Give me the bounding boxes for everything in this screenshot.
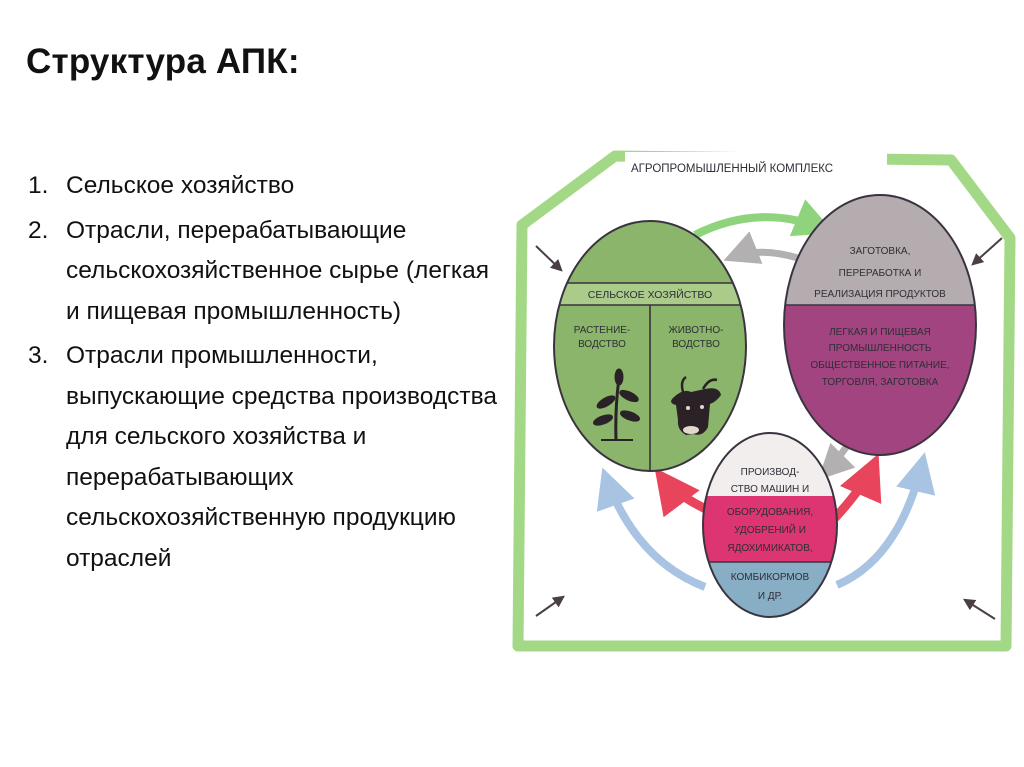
list-item-text: Отрасли промышленности, выпускающие сред… [66,342,497,572]
corner-arrow-bottom-right [962,598,996,620]
slide-title: Структура АПК: [26,42,300,81]
apk-diagram: АГРОПРОМЫШЛЕННЫЙ КОМПЛЕКС СЕЛЬСКОЕ ХОЗЯЙ… [505,140,1024,660]
corner-arrow-top-right [971,237,1003,266]
processing-body-line3: ОБЩЕСТВЕННОЕ ПИТАНИЕ, [810,360,949,371]
arrow-production-to-agri-outer [596,467,707,591]
production-circle: ПРОИЗВОД- СТВО МАШИН И ОБОРУДОВАНИЯ, УДО… [702,432,838,618]
processing-body-line4: ТОРГОВЛЯ, ЗАГОТОВКА [822,377,939,388]
production-line4: УДОБРЕНИЙ И [734,523,806,536]
agriculture-title: СЕЛЬСКОЕ ХОЗЯЙСТВО [588,288,712,301]
frame-label: АГРОПРОМЫШЛЕННЫЙ КОМПЛЕКС [631,162,833,175]
list-item-number: 2. [28,216,49,244]
livestock-label-line1: ЖИВОТНО- [669,325,724,336]
production-line7: И ДР. [758,591,782,602]
apk-frame [512,150,1016,652]
livestock-label-line2: ВОДСТВО [672,339,720,350]
list-item-number: 1. [28,172,49,199]
processing-header-line1: ЗАГОТОВКА, [850,246,911,257]
list-item-text: Сельское хозяйство [66,172,295,199]
crop-label-line1: РАСТЕНИЕ- [574,325,631,336]
production-line2: СТВО МАШИН И [731,484,809,495]
production-line3: ОБОРУДОВАНИЯ, [727,507,813,518]
list-item-number: 3. [28,342,49,369]
cow-icon [671,375,721,435]
crop-label-line2: ВОДСТВО [578,339,626,350]
list-item-text: Отрасли, перерабатывающие сельскохозяйст… [66,216,490,325]
plant-icon [593,368,640,441]
processing-body-line1: ЛЕГКАЯ И ПИЩЕВАЯ [829,327,931,338]
processing-header-line2: ПЕРЕРАБОТКА И [839,268,922,279]
processing-circle: ЗАГОТОВКА, ПЕРЕРАБОТКА И РЕАЛИЗАЦИЯ ПРОД… [783,194,977,456]
frame-label-background [625,152,887,178]
structure-list: 1. Сельское хозяйство 2. Отрасли, перера… [28,166,498,583]
list-item-production: 3. Отрасли промышленности, выпускающие с… [28,336,498,579]
production-line5: ЯДОХИМИКАТОВ, [727,543,812,554]
production-line6: КОМБИКОРМОВ [731,572,810,583]
processing-header-line3: РЕАЛИЗАЦИЯ ПРОДУКТОВ [814,289,946,300]
processing-body-line2: ПРОМЫШЛЕННОСТЬ [829,343,932,354]
production-line1: ПРОИЗВОД- [741,467,800,478]
list-item-agriculture: 1. Сельское хозяйство [28,166,498,207]
arrow-agri-to-processing [693,199,835,239]
arrow-production-to-processing-outer [835,452,936,589]
apk-diagram-svg: АГРОПРОМЫШЛЕННЫЙ КОМПЛЕКС СЕЛЬСКОЕ ХОЗЯЙ… [512,150,1016,652]
agriculture-circle: СЕЛЬСКОЕ ХОЗЯЙСТВО РАСТЕНИЕ- ВОДСТВО ЖИВ… [553,220,747,472]
arrow-production-to-processing [831,453,882,522]
corner-arrow-bottom-left [535,595,565,617]
corner-arrow-top-left [535,245,563,272]
list-item-processing: 2. Отрасли, перерабатывающие сельскохозя… [28,211,498,333]
